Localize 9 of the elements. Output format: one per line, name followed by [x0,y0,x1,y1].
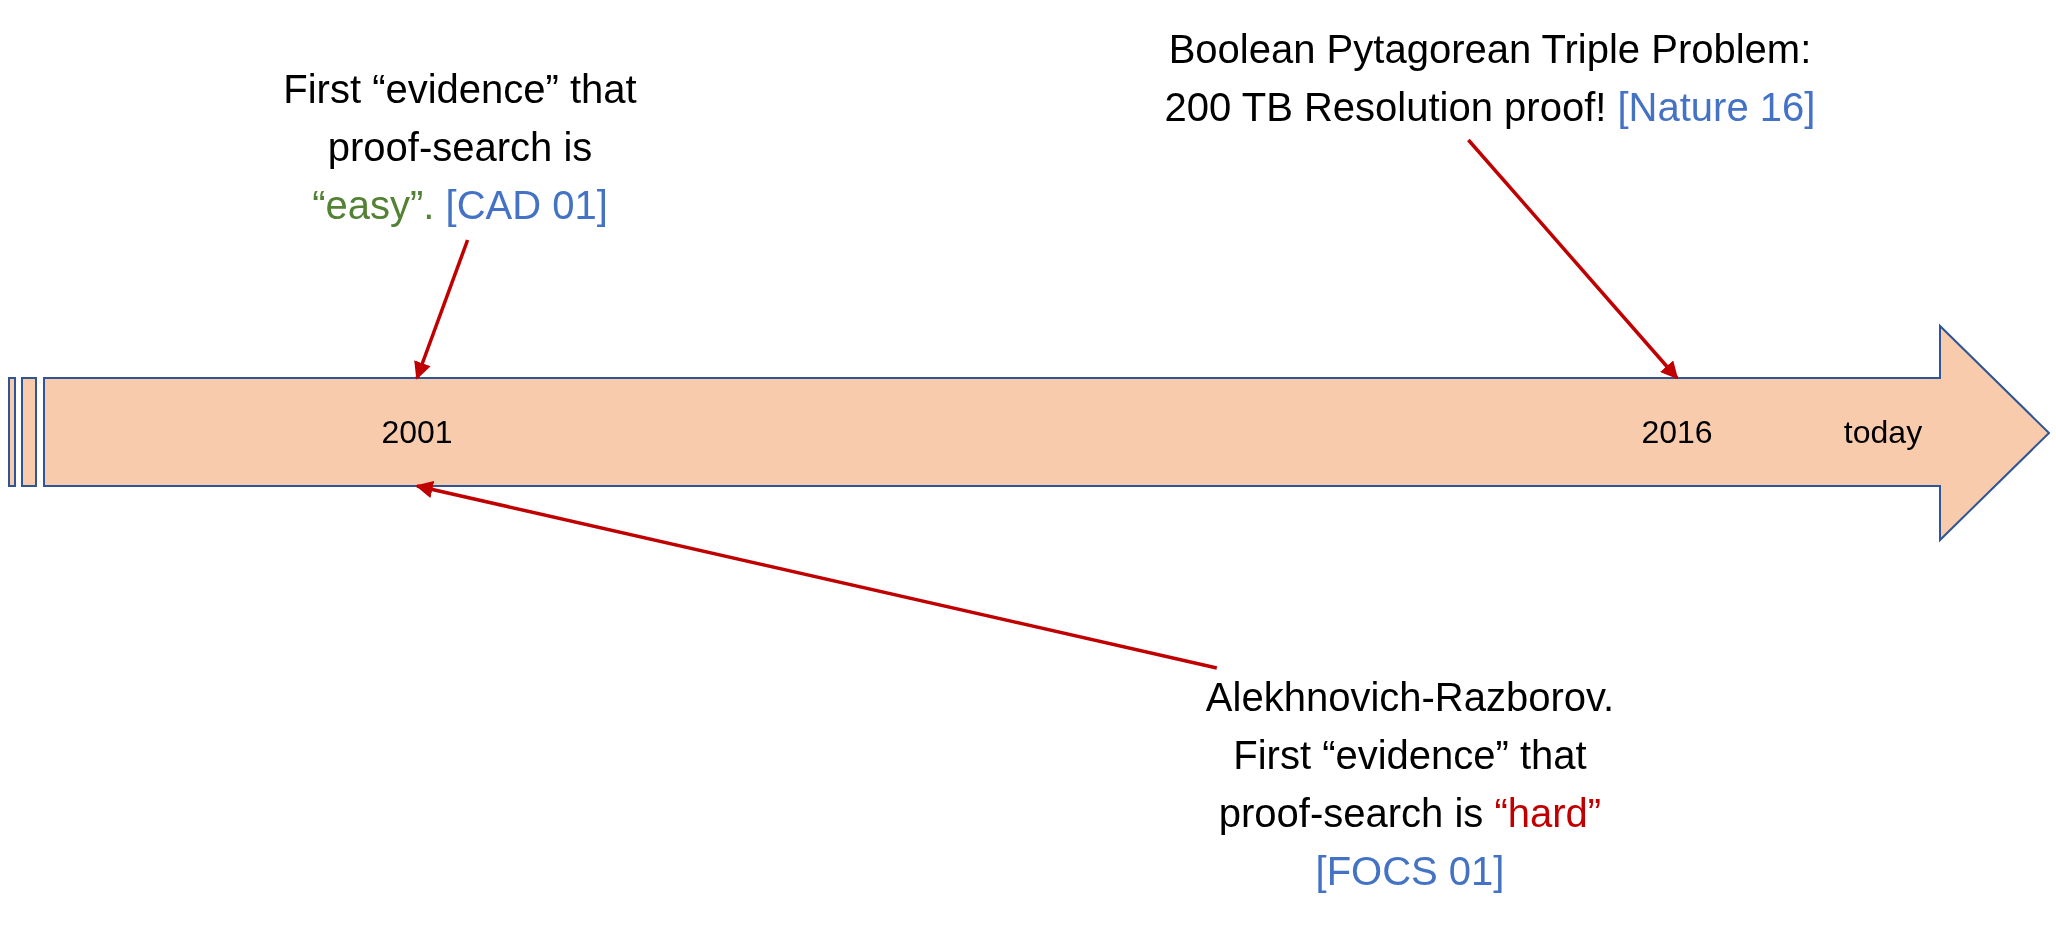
year-label: 2001 [377,378,457,486]
annotation-text: Boolean Pytagorean Triple Problem: 200 TB Resolution proof! [Nature 16] [1130,20,1850,140]
year-label: today [1833,378,1933,486]
annotation-text: First “evidence” that proof-search is “easy”. [CAD 01] [270,60,650,240]
arrow [414,239,470,380]
annotation-text: Alekhnovich-Razborov. First “evidence” that proof-search is “hard” [FOCS 01] [1180,668,1640,908]
arrow [415,480,1218,670]
arrow [1467,138,1679,380]
year-label: 2016 [1637,378,1717,486]
